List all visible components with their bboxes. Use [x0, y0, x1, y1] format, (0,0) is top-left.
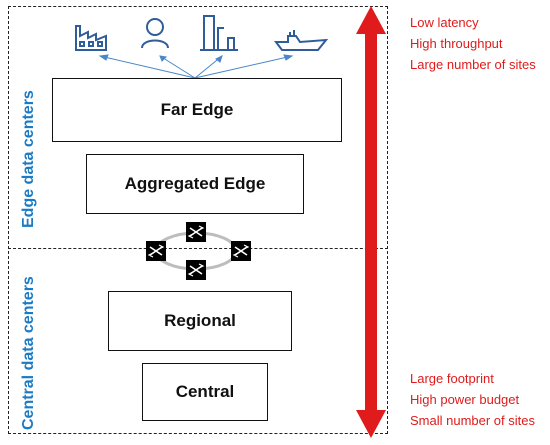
- property-high-throughput: High throughput: [410, 36, 503, 51]
- latency-scale-arrow: [356, 6, 386, 438]
- link-person-arrowhead: [159, 55, 168, 62]
- endpoint-links: [98, 54, 294, 79]
- arrow-shaft: [365, 28, 377, 416]
- building-icon: [200, 15, 238, 51]
- regional-box: Regional: [108, 291, 292, 351]
- far-edge-label: Far Edge: [160, 100, 234, 119]
- switch-ring: [146, 222, 251, 280]
- top-properties-list: Low latency High throughput Large number…: [410, 12, 536, 75]
- factory-icon: [75, 25, 107, 51]
- switch-icon-right: [231, 241, 251, 261]
- link-factory: [99, 55, 196, 79]
- arrow-head-top: [356, 6, 386, 34]
- property-large-number-of-sites: Large number of sites: [410, 57, 536, 72]
- far-edge-box: Far Edge: [52, 78, 342, 142]
- central-box: Central: [142, 363, 268, 421]
- aggregated-edge-label: Aggregated Edge: [124, 174, 266, 193]
- data-center-boundary: [8, 6, 388, 434]
- link-factory-arrowhead: [98, 54, 109, 61]
- switch-icon-bottom: [186, 260, 206, 280]
- property-high-power-budget: High power budget: [410, 392, 520, 407]
- link-ship-arrowhead: [283, 54, 294, 61]
- property-large-footprint: Large footprint: [410, 371, 494, 386]
- edge-central-divider: [8, 248, 388, 249]
- link-ship: [194, 55, 293, 79]
- link-building-arrowhead: [215, 55, 223, 63]
- property-small-number-of-sites: Small number of sites: [410, 413, 535, 428]
- central-label: Central: [175, 382, 235, 401]
- property-low-latency: Low latency: [410, 15, 479, 30]
- switch-icon-left: [146, 241, 166, 261]
- ship-icon: [274, 30, 329, 51]
- aggregated-edge-box: Aggregated Edge: [86, 154, 304, 214]
- regional-label: Regional: [164, 311, 236, 330]
- link-person: [159, 55, 196, 79]
- bottom-properties-list: Large footprint High power budget Small …: [410, 368, 535, 431]
- person-icon: [141, 18, 169, 49]
- switch-icon-top: [186, 222, 206, 242]
- arrow-head-bottom: [356, 410, 386, 438]
